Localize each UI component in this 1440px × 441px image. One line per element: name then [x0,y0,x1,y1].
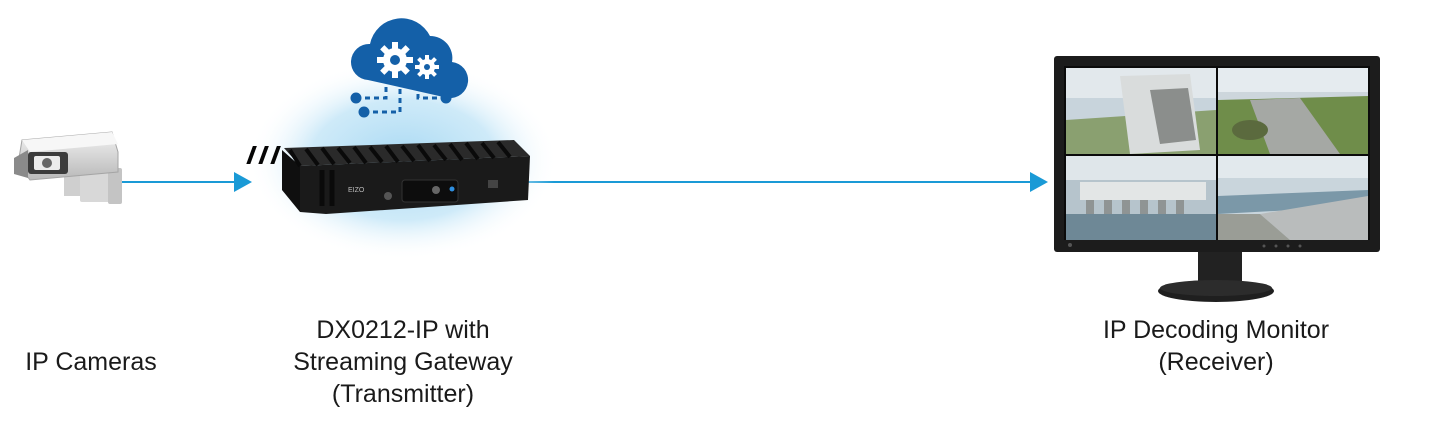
camera-view-1 [1066,68,1216,154]
ip-cameras-text: IP Cameras [25,348,157,376]
cloud-gears-icon [350,18,469,99]
monitor-label: IP Decoding Monitor (Receiver) [1076,314,1356,378]
gateway-label: DX0212-IP with Streaming Gateway (Transm… [268,314,538,410]
gateway-device [246,140,530,214]
camera-view-3 [1066,156,1216,240]
arrow-gateway-to-monitor [528,172,1048,192]
security-camera-icon [14,131,122,204]
ip-cameras-label: IP Cameras [6,346,176,378]
monitor-label-line1: IP Decoding Monitor [1102,316,1330,344]
gateway-label-line3: (Transmitter) [331,380,475,408]
monitor-label-line2: (Receiver) [1158,348,1274,376]
gateway-brand: EIZO [348,187,365,194]
network-nodes-icon [350,84,452,118]
camera-view-2 [1218,68,1368,154]
gateway-label-line2: Streaming Gateway [293,348,513,376]
camera-view-4 [1218,156,1368,240]
gateway-label-line1: DX0212-IP with [316,316,490,344]
monitor-screen-views [1066,68,1368,240]
arrow-cameras-to-gateway [118,172,252,192]
